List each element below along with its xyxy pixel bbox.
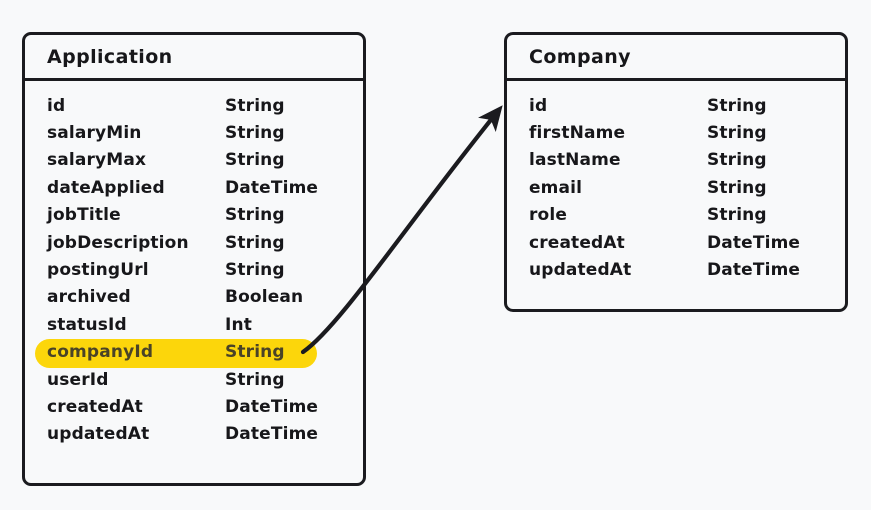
field-row[interactable]: postingUrl String: [25, 256, 363, 283]
field-row[interactable]: id String: [507, 92, 845, 119]
field-name: email: [529, 177, 583, 198]
field-row[interactable]: createdAt DateTime: [507, 229, 845, 256]
field-row[interactable]: userId String: [25, 366, 363, 393]
field-name: role: [529, 205, 568, 226]
field-name: statusId: [47, 314, 127, 335]
field-type: String: [225, 342, 285, 363]
entity-application-header: Application: [25, 35, 363, 81]
field-type: String: [225, 260, 285, 281]
field-name: jobDescription: [47, 232, 189, 253]
field-type: DateTime: [225, 396, 319, 417]
field-name: dateApplied: [47, 177, 165, 198]
field-type: String: [225, 150, 285, 171]
field-row[interactable]: updatedAt DateTime: [507, 256, 845, 283]
field-name: companyId: [47, 342, 154, 363]
entity-company-title: Company: [529, 45, 631, 68]
field-row[interactable]: archived Boolean: [25, 284, 363, 311]
field-name: updatedAt: [529, 260, 632, 281]
field-row[interactable]: updatedAt DateTime: [25, 421, 363, 448]
entity-company-header: Company: [507, 35, 845, 81]
field-name: createdAt: [529, 232, 625, 253]
field-type: String: [225, 232, 285, 253]
field-row[interactable]: id String: [25, 92, 363, 119]
highlight-marker: [35, 338, 317, 368]
field-row[interactable]: email String: [507, 174, 845, 201]
field-name: postingUrl: [47, 260, 149, 281]
field-name: lastName: [529, 150, 621, 171]
field-row[interactable]: firstName String: [507, 119, 845, 146]
field-row[interactable]: role String: [507, 202, 845, 229]
field-type: Int: [225, 314, 253, 335]
field-row[interactable]: salaryMax String: [25, 147, 363, 174]
field-type: String: [707, 95, 767, 116]
field-row[interactable]: createdAt DateTime: [25, 393, 363, 420]
field-name: id: [47, 95, 66, 116]
field-row[interactable]: dateApplied DateTime: [25, 174, 363, 201]
field-name: salaryMax: [47, 150, 147, 171]
field-name: archived: [47, 287, 131, 308]
field-name: createdAt: [47, 396, 143, 417]
field-row[interactable]: jobTitle String: [25, 202, 363, 229]
field-name: jobTitle: [47, 205, 121, 226]
field-type: String: [707, 177, 767, 198]
field-type: String: [225, 205, 285, 226]
field-type: String: [225, 369, 285, 390]
field-type: DateTime: [707, 232, 801, 253]
field-name: firstName: [529, 123, 626, 144]
field-type: String: [707, 205, 767, 226]
field-row[interactable]: lastName String: [507, 147, 845, 174]
field-name: id: [529, 95, 548, 116]
field-type: String: [707, 150, 767, 171]
entity-application-title: Application: [47, 45, 173, 68]
field-name: salaryMin: [47, 123, 142, 144]
field-type: DateTime: [225, 424, 319, 445]
field-type: String: [225, 123, 285, 144]
field-name: userId: [47, 369, 109, 390]
field-name: updatedAt: [47, 424, 150, 445]
field-row[interactable]: jobDescription String: [25, 229, 363, 256]
field-type: String: [707, 123, 767, 144]
field-row[interactable]: statusId Int: [25, 311, 363, 338]
field-type: String: [225, 95, 285, 116]
field-type: DateTime: [707, 260, 801, 281]
field-row[interactable]: salaryMin String: [25, 119, 363, 146]
field-type: DateTime: [225, 177, 319, 198]
field-row-highlighted[interactable]: companyId String: [25, 338, 363, 368]
field-type: Boolean: [225, 287, 304, 308]
